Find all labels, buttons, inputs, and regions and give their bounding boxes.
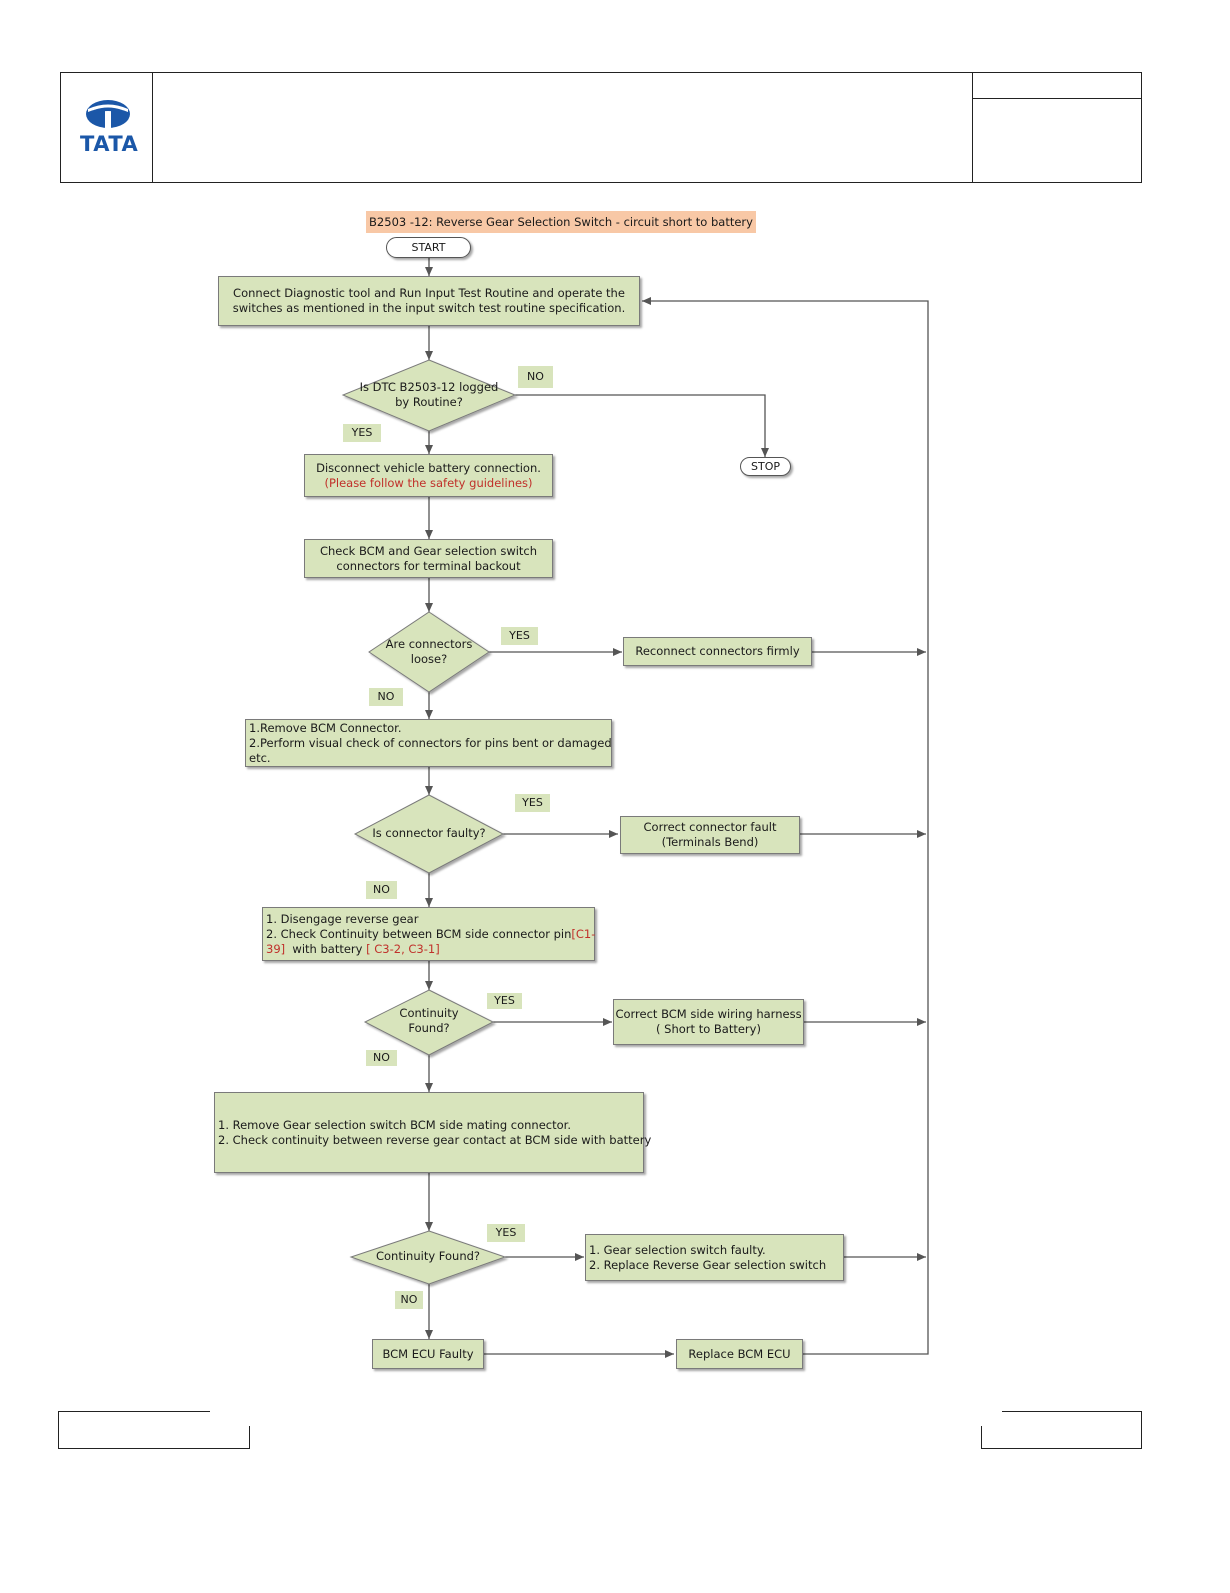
action4-line2: ( Short to Battery): [656, 1022, 761, 1036]
footer-left-bottom: [58, 1448, 250, 1449]
action7-text: Replace BCM ECU: [688, 1346, 791, 1361]
step5-line1: 1. Disengage reverse gear: [266, 911, 419, 926]
footer-right-bottom: [981, 1448, 1142, 1449]
step-remove-gear-switch-connector: 1. Remove Gear selection switch BCM side…: [214, 1092, 651, 1173]
action4-line1: Correct BCM side wiring harness: [615, 1007, 802, 1021]
decision2-yes-label: YES: [501, 627, 538, 645]
step4-line3: etc.: [249, 751, 271, 765]
step3-line2: connectors for terminal backout: [336, 558, 521, 573]
step5-line3c: [ C3-2, C3-1]: [366, 941, 440, 956]
step-disconnect-battery: Disconnect vehicle battery connection. (…: [304, 454, 553, 497]
decision5-line1: Continuity Found?: [375, 1249, 481, 1263]
decision4-line2: Found?: [408, 1021, 450, 1035]
step5-line2: 2. Check Continuity between BCM side con…: [266, 927, 595, 942]
decision5-yes-label: YES: [487, 1224, 525, 1242]
step7-text: BCM ECU Faulty: [382, 1346, 474, 1361]
decision2-text: Are connectors loose?: [369, 637, 489, 667]
decision3-yes-label: YES: [515, 794, 550, 812]
action-correct-bcm-wiring-harness: Correct BCM side wiring harness ( Short …: [613, 999, 804, 1045]
stop-terminal: STOP: [740, 457, 791, 476]
step4-line2: 2.Perform visual check of connectors for…: [249, 736, 612, 750]
decision1-text: Is DTC B2503-12 logged by Routine?: [343, 380, 515, 410]
action3-line1: Correct connector fault: [643, 820, 777, 834]
footer-left-box: [58, 1411, 59, 1449]
step-check-continuity-bcm-pin: 1. Disengage reverse gear 2. Check Conti…: [262, 907, 595, 961]
decision4-text: Continuity Found?: [365, 1006, 493, 1036]
step6-line1: 1. Remove Gear selection switch BCM side…: [218, 1117, 571, 1132]
decision3-no-label: NO: [366, 881, 397, 899]
step-check-connectors-backout: Check BCM and Gear selection switch conn…: [304, 539, 553, 578]
footer-right-top: [1002, 1411, 1142, 1412]
start-terminal: START: [386, 237, 471, 258]
step3-line1: Check BCM and Gear selection switch: [319, 543, 538, 558]
footer-left-top: [58, 1411, 210, 1412]
header-frame: [60, 72, 1142, 183]
step5-line2b: [C1-: [571, 926, 596, 941]
action5-line2: 2. Replace Reverse Gear selection switch: [589, 1257, 827, 1272]
decision4-no-label: NO: [366, 1050, 397, 1066]
decision1-line2: by Routine?: [395, 395, 463, 409]
action-reconnect-connectors: Reconnect connectors firmly: [623, 637, 812, 666]
decision1-line1: Is DTC B2503-12 logged: [359, 380, 499, 394]
step-connect-diagnostic-tool: Connect Diagnostic tool and Run Input Te…: [218, 276, 640, 326]
action5-line1: 1. Gear selection switch faulty.: [589, 1242, 766, 1257]
step2-line2: (Please follow the safety guidelines): [324, 475, 533, 490]
decision5-diamond: [349, 1230, 507, 1285]
decision4-yes-label: YES: [487, 993, 522, 1009]
action-correct-connector-fault: Correct connector fault (Terminals Bend): [620, 816, 800, 854]
header-divider-left: [152, 72, 153, 183]
decision1-diamond: [341, 359, 517, 432]
arrow-decision1-stop: [515, 394, 769, 457]
loop-back-line: [642, 297, 929, 1355]
decision2-line2: loose?: [410, 652, 448, 666]
action-replace-bcm-ecu: Replace BCM ECU: [676, 1339, 803, 1369]
step1-line1: Connect Diagnostic tool and Run Input Te…: [233, 286, 625, 300]
flowchart-title: B2503 -12: Reverse Gear Selection Switch…: [366, 211, 756, 233]
footer-right-box: [1141, 1411, 1142, 1449]
tata-logo: TATA: [72, 96, 144, 158]
decision3-text: Is connector faulty?: [355, 826, 503, 841]
step5-line2a: 2. Check Continuity between BCM side con…: [266, 926, 572, 941]
action-replace-gear-selection-switch: 1. Gear selection switch faulty. 2. Repl…: [585, 1234, 844, 1281]
decision3-line1: Is connector faulty?: [372, 826, 486, 840]
logo-text: TATA: [80, 132, 139, 156]
decision4-diamond: [363, 989, 495, 1056]
step2-line1: Disconnect vehicle battery connection.: [316, 460, 541, 475]
step1-line2: switches as mentioned in the input switc…: [232, 301, 626, 315]
step-remove-bcm-connector: 1.Remove BCM Connector. 2.Perform visual…: [245, 719, 612, 767]
step6-line2: 2. Check continuity between reverse gear…: [218, 1132, 652, 1147]
footer-left-side: [249, 1426, 250, 1449]
tata-logo-icon: [86, 100, 130, 128]
decision3-diamond: [353, 794, 505, 874]
step5-line3: 39] with battery [ C3-2, C3-1]: [266, 942, 440, 957]
decision5-text: Continuity Found?: [351, 1249, 505, 1264]
decision2-diamond: [368, 611, 490, 693]
decision1-yes-label: YES: [343, 424, 381, 442]
footer-right-side: [981, 1426, 982, 1449]
header-divider-right-row: [972, 98, 1142, 99]
decision5-no-label: NO: [395, 1291, 423, 1309]
step5-line3b: with battery: [285, 941, 367, 956]
step5-line3a: 39]: [266, 941, 286, 956]
action2-text: Reconnect connectors firmly: [635, 644, 800, 658]
action3-line2: (Terminals Bend): [661, 835, 759, 849]
decision4-line1: Continuity: [399, 1006, 459, 1020]
decision2-no-label: NO: [369, 688, 403, 706]
decision2-line1: Are connectors: [385, 637, 473, 651]
header-divider-right: [972, 72, 973, 183]
decision1-no-label: NO: [518, 366, 553, 388]
step-bcm-ecu-faulty: BCM ECU Faulty: [372, 1339, 484, 1369]
step4-line1: 1.Remove BCM Connector.: [249, 721, 402, 735]
